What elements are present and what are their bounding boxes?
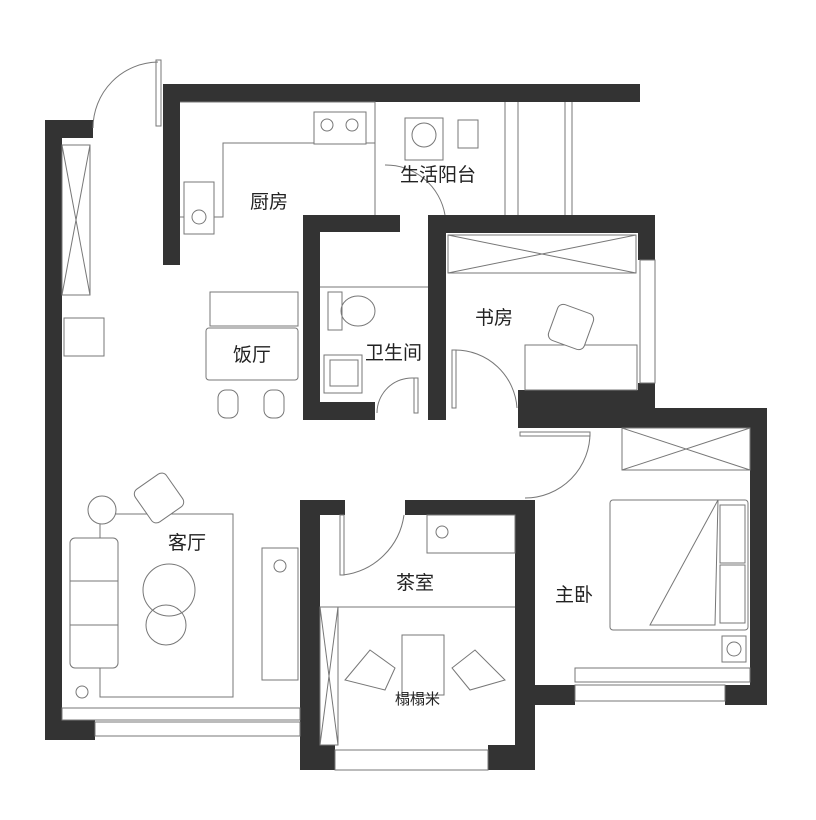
room-label-master-bedroom: 主卧 [555, 584, 594, 606]
room-label-study: 书房 [475, 307, 514, 329]
room-label-kitchen: 厨房 [250, 191, 289, 213]
shoe-cabinet [63, 317, 105, 357]
kitchen-counter [180, 101, 479, 235]
room-label-dining: 饭厅 [233, 344, 272, 366]
living-furniture [69, 472, 299, 699]
dining-table [205, 291, 299, 419]
doors [92, 59, 591, 576]
tea-room-furniture [319, 514, 516, 746]
walls [45, 84, 767, 770]
room-label-tea-room: 茶室 [396, 572, 435, 594]
room-label-tatami: 榻榻米 [395, 690, 441, 708]
bathroom-fixtures [320, 286, 428, 394]
study-furniture [447, 234, 638, 391]
bedroom-furniture [609, 427, 751, 663]
room-label-bathroom: 卫生间 [365, 342, 423, 364]
room-label-utility-balcony: 生活阳台 [400, 164, 477, 186]
room-label-living: 客厅 [168, 532, 207, 554]
windows [61, 102, 751, 771]
